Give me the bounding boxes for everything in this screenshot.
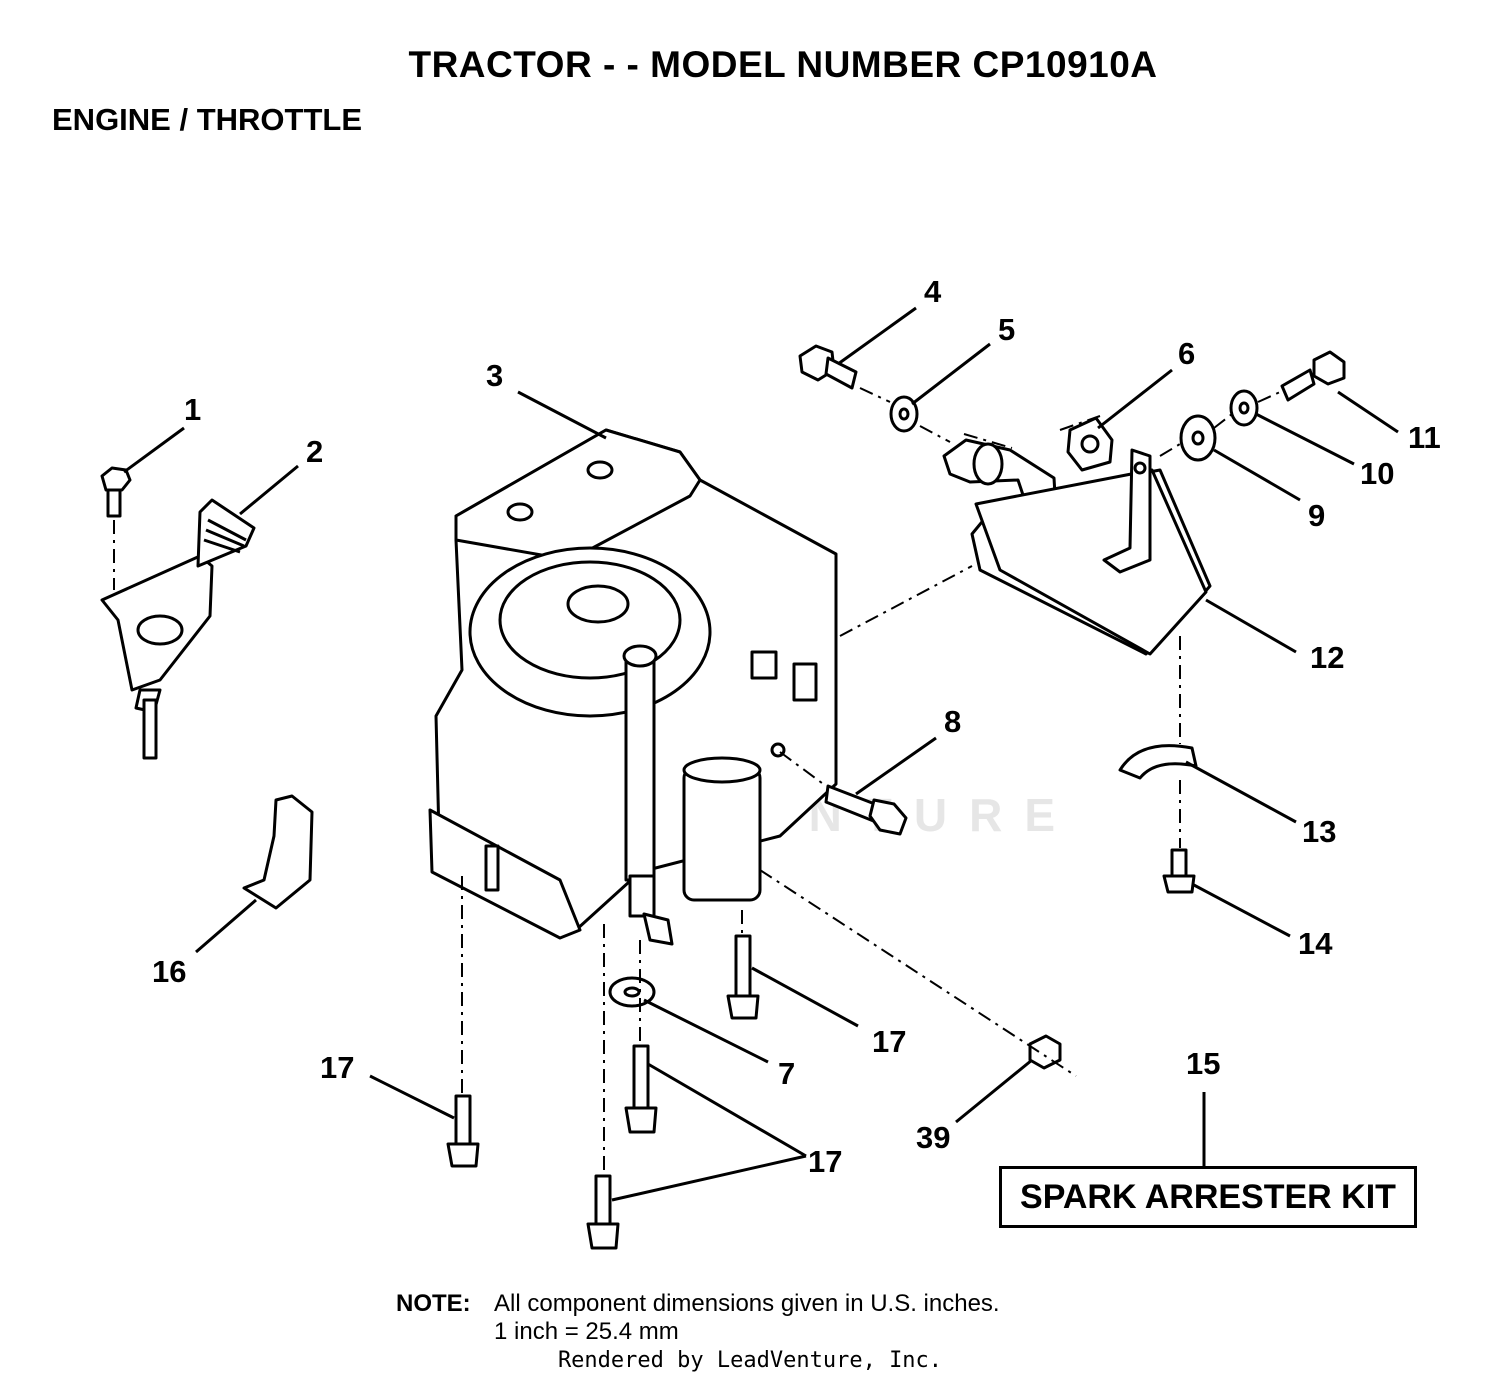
callout-7: 7 [778,1056,795,1091]
note: NOTE: All component dimensions given in U… [396,1290,1000,1346]
callout-16: 16 [152,954,186,989]
part-1-bolt[interactable] [100,466,132,590]
callout-10: 10 [1360,456,1394,491]
part-3-engine[interactable] [428,428,838,946]
callout-11: 11 [1408,420,1441,455]
callout-3: 3 [486,358,503,393]
callout-17-c: 17 [808,1144,842,1179]
callout-numbers: 1 2 3 4 5 6 7 8 9 10 11 12 13 14 15 16 1… [152,274,1441,1179]
note-line-2: 1 inch = 25.4 mm [494,1318,679,1345]
callout-12: 12 [1310,640,1344,675]
callout-1: 1 [184,392,201,427]
part-9-washer[interactable] [1179,414,1217,462]
part-14-screw[interactable] [1162,848,1196,894]
page-title: TRACTOR - - MODEL NUMBER CP10910A [408,44,1158,85]
footer-credit: Rendered by LeadVenture, Inc. [557,1348,943,1373]
callout-2: 2 [306,434,323,469]
callout-9: 9 [1308,498,1325,533]
part-17-bolt-a[interactable] [726,934,760,1020]
note-line-1: All component dimensions given in U.S. i… [494,1290,1000,1317]
spark-arrester-kit-box[interactable]: SPARK ARRESTER KIT [999,1166,1417,1228]
part-7-lock-washer[interactable] [608,976,656,1008]
callout-4: 4 [924,274,942,309]
callout-8: 8 [944,704,961,739]
part-5-washer[interactable] [889,395,951,443]
callout-17-a: 17 [872,1024,906,1059]
assembly-lines [461,391,1281,1174]
part-13-clip[interactable] [1118,744,1198,780]
spark-arrester-kit-label: SPARK ARRESTER KIT [1020,1177,1396,1216]
part-8-bolt[interactable] [824,784,908,836]
part-12-muffler[interactable] [970,448,1212,656]
callout-15: 15 [1186,1046,1220,1081]
part-10-washer[interactable] [1229,389,1259,427]
callout-17-b: 17 [320,1050,354,1085]
callout-6: 6 [1178,336,1195,371]
part-2-throttle-control[interactable] [100,498,256,760]
callout-39: 39 [916,1120,950,1155]
part-11-bolt[interactable] [1280,350,1346,402]
part-4-bolt[interactable] [798,344,891,403]
section-title: ENGINE / THROTTLE [52,102,362,137]
part-17-bolt-d[interactable] [586,1174,620,1250]
note-label: NOTE: [396,1290,471,1317]
callout-5: 5 [998,312,1015,347]
part-17-bolt-c[interactable] [446,1094,480,1168]
callout-14: 14 [1298,926,1333,961]
part-17-bolt-b[interactable] [624,1044,658,1134]
leader-lines [123,306,1399,1202]
part-16-bracket[interactable] [242,794,314,910]
callout-13: 13 [1302,814,1336,849]
